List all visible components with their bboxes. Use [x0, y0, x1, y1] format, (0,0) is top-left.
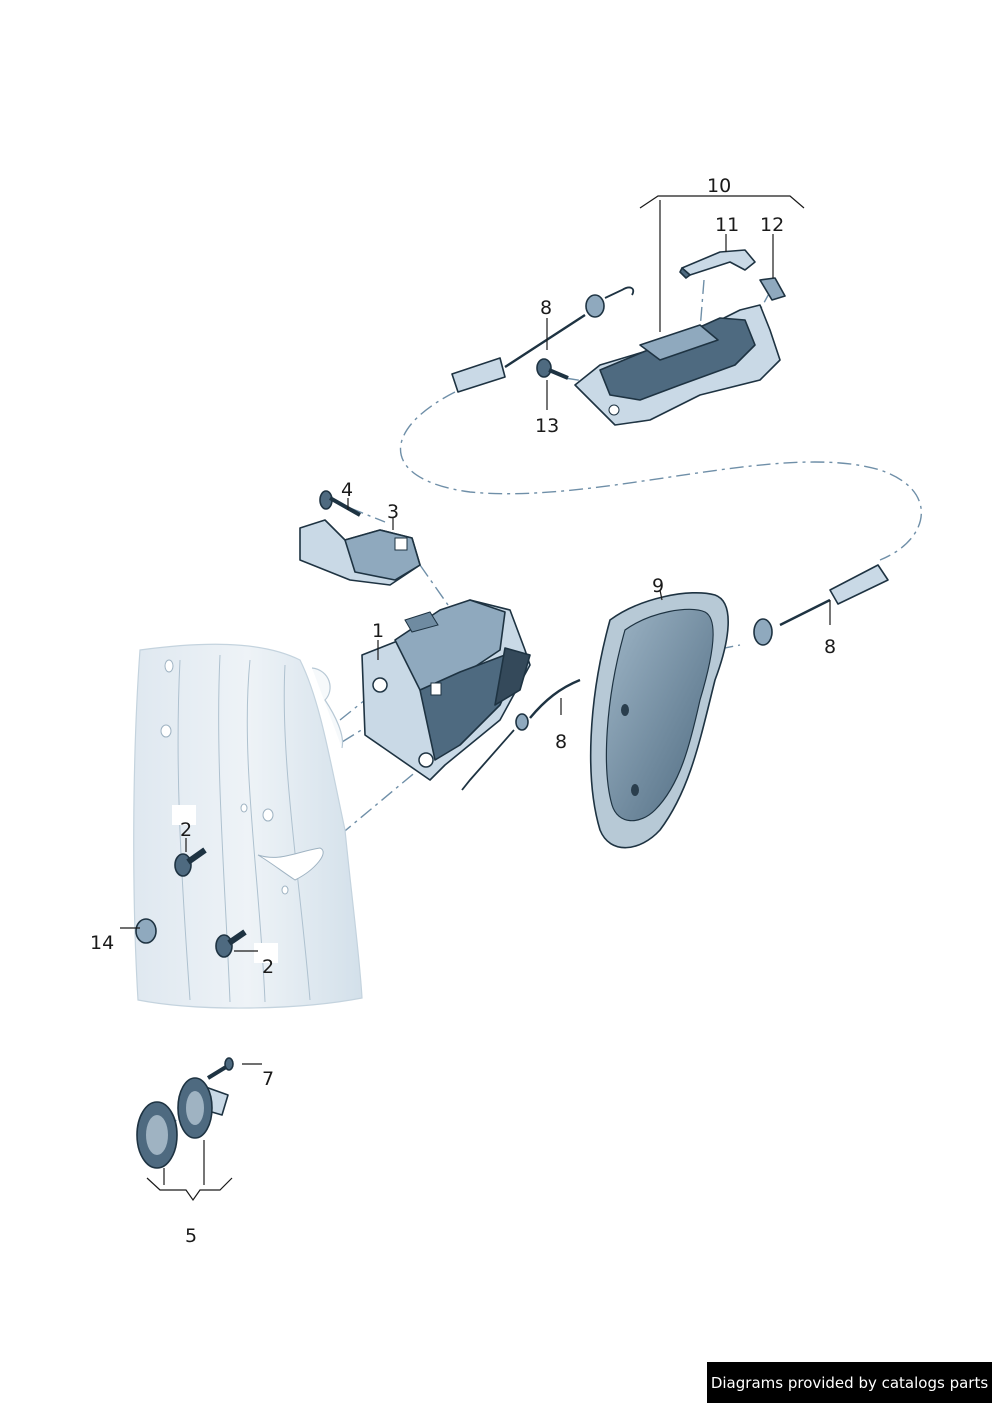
callout-8-lock: 8 — [555, 731, 567, 753]
handle-clip — [759, 277, 786, 301]
lock-cover — [299, 519, 421, 586]
callout-labels: 10 11 12 8 13 4 3 9 1 8 8 2 14 2 7 5 — [90, 175, 836, 1247]
callout-14: 14 — [90, 932, 114, 954]
leader-lines — [120, 195, 831, 1202]
striker-screw — [206, 1057, 234, 1080]
callout-13: 13 — [535, 415, 559, 437]
callout-9: 9 — [652, 575, 664, 597]
door-lock-assembly — [361, 599, 531, 781]
release-cable-lower — [753, 564, 889, 646]
inner-handle-trim — [589, 592, 729, 849]
callout-4: 4 — [341, 479, 353, 501]
door-plug — [135, 918, 157, 944]
callout-12: 12 — [760, 214, 784, 236]
bracket-bolt — [536, 358, 569, 380]
cover-screw — [319, 490, 361, 517]
callout-3: 3 — [387, 501, 399, 523]
callout-8-right: 8 — [824, 636, 836, 658]
door-handle-lever — [679, 249, 756, 279]
striker-plate-set — [136, 1077, 229, 1169]
footer-credit: Diagrams provided by catalogs parts — [707, 1362, 992, 1403]
callout-2-lower: 2 — [262, 956, 274, 978]
inner-handle-bracket — [574, 304, 781, 426]
release-cable-upper — [451, 286, 635, 393]
callout-7: 7 — [262, 1068, 274, 1090]
lock-cable — [461, 678, 581, 791]
callout-10: 10 — [707, 175, 731, 197]
callout-5: 5 — [185, 1225, 197, 1247]
lock-bolt-upper — [174, 847, 207, 877]
lock-bolt-lower — [215, 929, 247, 958]
callout-11: 11 — [715, 214, 739, 236]
door-inner-panel — [133, 643, 363, 1009]
callout-1: 1 — [372, 620, 384, 642]
callout-2-upper: 2 — [180, 819, 192, 841]
callout-8-upper: 8 — [540, 297, 552, 319]
